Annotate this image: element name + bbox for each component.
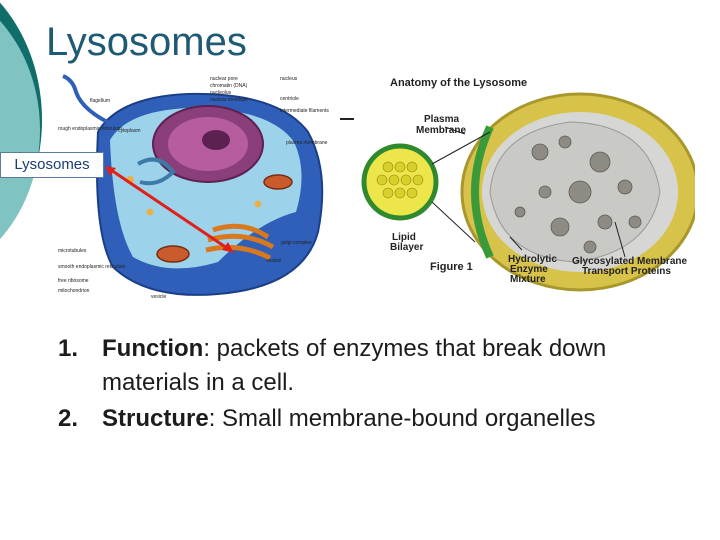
label-bilayer: Bilayer [390,242,423,253]
dash-mark [340,118,354,120]
label-plasma: Plasma [424,114,459,125]
label-nuclear-pore: nuclear pore [210,76,238,82]
label-mixture: Mixture [510,274,546,285]
bullet-list: 1. Function: packets of enzymes that bre… [58,332,678,438]
item-number: 1. [58,335,79,362]
label-cytoplasm: cytoplasm [118,128,141,134]
label-nucleolus: nucleolus [210,90,232,96]
item-term: Structure [102,405,209,432]
item-text: : packets of enzymes that break down mat… [102,335,607,396]
label-vesicle-1: vesicle [266,258,282,264]
label-plasma-membrane: plasma membrane [286,140,328,146]
lysosomes-callout: Lysosomes [0,152,104,178]
label-vesicle-2: vesicle [151,294,167,300]
slide-title: Lysosomes [46,20,247,64]
label-golgi: golgi complex [281,240,312,246]
label-transport-proteins: Transport Proteins [582,266,671,277]
lysosome-anatomy-diagram: Anatomy of the Lysosome Plasma Membrane … [361,77,695,292]
list-item: 1. Function: packets of enzymes that bre… [58,332,678,400]
label-smooth-er: smooth endoplasmic reticulum [58,264,126,270]
animal-cell-diagram: nuclear pore chromatin (DNA) nucleolus n… [58,74,329,300]
item-body: Structure: Small membrane-bound organell… [102,402,596,436]
label-flagellum: flagellum [90,98,110,104]
lysosome-figure-title: Anatomy of the Lysosome [390,77,527,89]
label-lipid: Lipid [392,232,416,243]
label-enzyme: Enzyme [510,264,548,275]
item-body: Function: packets of enzymes that break … [102,332,678,400]
label-centriole: centriole [280,96,299,102]
label-chromatin: chromatin (DNA) [210,83,248,89]
label-membrane: Membrane [416,125,466,136]
item-text: : Small membrane-bound organelles [208,405,596,432]
label-mitochondrion: mitochondrion [58,288,90,294]
label-glycosylated: Glycosylated Membrane [572,256,687,267]
label-rough-er: rough endoplasmic reticulum [58,126,122,132]
item-term: Function [102,335,204,362]
label-ribosome: free ribosome [58,278,89,284]
label-nuclear-envelope: nuclear envelope [210,97,248,103]
label-hydrolytic: Hydrolytic [508,254,557,265]
label-microtubules: microtubules [58,248,87,254]
item-number: 2. [58,405,79,432]
label-nucleus: nucleus [280,76,298,82]
list-item: 2. Structure: Small membrane-bound organ… [58,402,678,436]
label-intermediate-filaments: intermediate filaments [280,108,329,114]
figure-number: Figure 1 [430,261,473,273]
